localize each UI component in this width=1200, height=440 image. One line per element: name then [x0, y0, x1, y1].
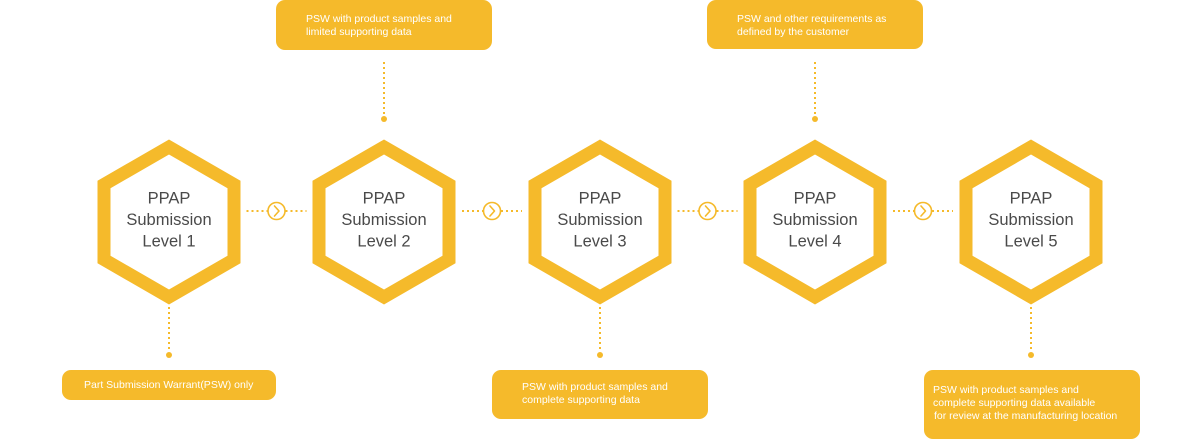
- note-line: Part Submission Warrant(PSW) only: [84, 379, 254, 391]
- level-2-label-line-2: Submission: [341, 211, 426, 229]
- level-4-label-line-3: Level 4: [788, 232, 841, 250]
- level-2-note-leader: [381, 62, 387, 122]
- leader-dot: [597, 352, 603, 358]
- note-line: PSW with product samples and: [306, 13, 452, 25]
- chevron-right-icon: [267, 201, 286, 221]
- hexagon-shape: [743, 139, 887, 305]
- note-line: PSW with product samples and: [522, 381, 668, 393]
- leader-dot: [166, 352, 172, 358]
- leader-dot: [1028, 352, 1034, 358]
- level-1-note: Part Submission Warrant(PSW) only: [62, 370, 276, 400]
- level-1-label-line-3: Level 1: [142, 232, 195, 250]
- level-5-label-line-1: PPAP: [1010, 189, 1053, 207]
- hexagon-shape: [312, 139, 456, 305]
- level-3-label-line-3: Level 3: [573, 232, 626, 250]
- level-1-label-line-1: PPAP: [148, 189, 191, 207]
- level-3-label-line-2: Submission: [557, 211, 642, 229]
- level-4-label-line-2: Submission: [772, 211, 857, 229]
- connector-2-3: [462, 201, 522, 221]
- level-5-label-line-3: Level 5: [1004, 232, 1057, 250]
- note-line: limited supporting data: [306, 26, 412, 38]
- hexagon-shape: [959, 139, 1103, 305]
- level-4-note-leader: [812, 62, 818, 122]
- note-line: PSW with product samples and: [933, 384, 1079, 396]
- level-1-note-leader: [166, 302, 172, 358]
- note-line: complete supporting data: [522, 394, 640, 406]
- chevron-right-icon: [913, 201, 933, 221]
- level-5-label-line-2: Submission: [988, 211, 1073, 229]
- level-5-note-leader: [1028, 302, 1034, 358]
- note-line: PSW and other requirements as: [737, 13, 887, 25]
- level-2-label-line-1: PPAP: [363, 189, 406, 207]
- level-3-note-leader: [597, 302, 603, 358]
- hexagon-shape: [528, 139, 672, 305]
- note-line: for review at the manufacturing location: [934, 410, 1118, 422]
- hexagon-shape: [97, 139, 241, 305]
- note-line: defined by the customer: [737, 26, 850, 38]
- level-3-label-line-1: PPAP: [579, 189, 622, 207]
- level-4-label-line-1: PPAP: [794, 189, 837, 207]
- leader-dot: [381, 116, 387, 122]
- leader-dot: [812, 116, 818, 122]
- chevron-right-icon: [482, 201, 502, 221]
- level-1-label-line-2: Submission: [126, 211, 211, 229]
- level-2-label-line-3: Level 2: [357, 232, 410, 250]
- chevron-right-icon: [698, 201, 717, 221]
- connector-4-5: [893, 201, 953, 221]
- note-line: complete supporting data available: [933, 397, 1096, 409]
- connector-3-4: [677, 201, 738, 221]
- connector-1-2: [246, 201, 307, 221]
